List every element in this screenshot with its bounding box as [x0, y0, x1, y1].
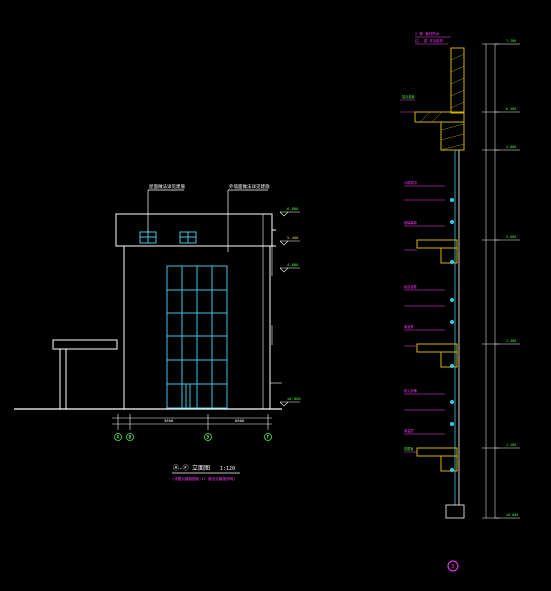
section-tag-4: 铝合金框 [404, 284, 418, 289]
roof-beam [440, 121, 465, 151]
level-mid: 5.400 [287, 235, 299, 240]
section-level-1: 7.200 [506, 39, 516, 43]
section-level-4: 3.600 [506, 235, 516, 239]
level-top: 6.800 [287, 206, 299, 211]
anchor-points [450, 198, 454, 472]
section-dimension-chain [482, 43, 499, 519]
section-top-sublabel: 柱、 梁 详见结构 [415, 38, 443, 43]
curtain-wall [166, 265, 228, 409]
left-callout: 屋面做法详见建施 [147, 183, 185, 232]
section-callout-circle [447, 560, 459, 572]
elevation-title-block: Ⓐ-Ⓕ 立面图 1:120 (详图见建施图纸-17,做法见建施说明) [172, 464, 240, 481]
dim-right: 6000 [235, 418, 245, 423]
left-callout-text: 屋面做法详见建施 [149, 183, 185, 190]
right-callout: 外墙面做法详见建施 [227, 183, 270, 252]
parapet [450, 47, 465, 114]
section-level-2: 6.300 [506, 107, 516, 111]
section-tag-2: 20厚找平 [404, 180, 418, 185]
upper-window-left [139, 231, 157, 244]
elevation-title: 立面图 [192, 464, 210, 472]
elevation-scale: 1:120 [220, 466, 235, 472]
axis-f: F [267, 435, 270, 440]
dim-left: 3600 [164, 418, 174, 423]
section-tag-1: 铝合金板 [402, 94, 416, 99]
level-ground: ±0.000 [287, 396, 301, 401]
canopy [52, 339, 118, 409]
section-level-7: ±0.000 [506, 513, 518, 517]
section-level-3: 4.800 [506, 145, 516, 149]
section-tag-6: 防火封堵 [404, 388, 418, 393]
axis-b: B [129, 435, 132, 440]
right-callout-text: 外墙面做法详见建施 [229, 183, 270, 190]
roof-slab [414, 111, 465, 123]
section-tag-8: 铝塑板 [404, 446, 414, 451]
section-tag-7: 保温层 [404, 428, 414, 433]
elevation-drawing: 屋面做法详见建施 外墙面做法详见建施 6.800 5.400 4.800 ±0.… [14, 183, 301, 481]
axis-bubbles: A B D F [114, 433, 272, 441]
elevation-note: (详图见建施图纸-17,做法见建施说明) [172, 476, 235, 481]
upper-window-right [179, 231, 197, 244]
floor-slabs [416, 239, 458, 472]
axis-d: D [207, 435, 210, 440]
wall-section-drawing: 2 厚 卷材防水 柱、 梁 详见结构 铝合金板 20厚找平 玻璃幕墙 铝合金框 … [400, 31, 520, 572]
elevation-title-prefix: Ⓐ-Ⓕ [173, 464, 189, 472]
section-level-5: 2.400 [506, 339, 516, 343]
section-top-label: 2 厚 卷材防水 [415, 31, 440, 36]
section-level-6: 1.200 [506, 443, 516, 447]
section-level-markers [495, 43, 520, 519]
section-callout-number: 3 [451, 564, 454, 570]
foundation [445, 504, 465, 519]
section-tag-3: 玻璃幕墙 [404, 220, 418, 225]
section-tag-5: 钢龙骨 [404, 324, 414, 329]
level-low: 4.800 [287, 262, 299, 267]
axis-a: A [117, 435, 120, 440]
dimension-lines [112, 414, 272, 430]
section-leaders [400, 36, 451, 453]
building-upper-block [115, 213, 273, 247]
level-markers [270, 211, 300, 407]
